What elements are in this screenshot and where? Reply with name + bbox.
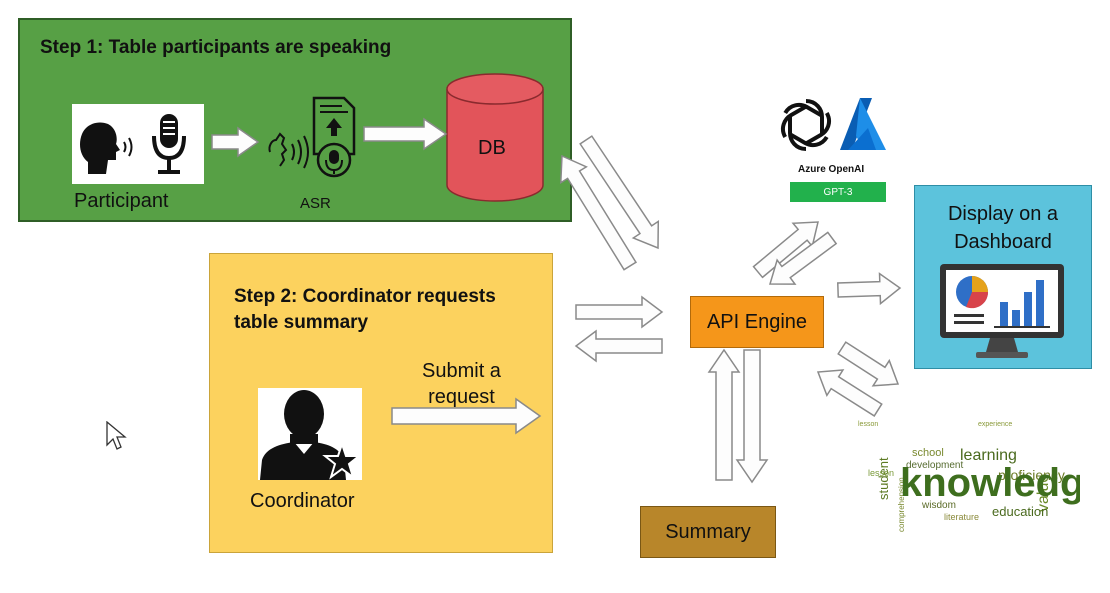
- word-cloud-word: proficiency: [998, 467, 1065, 483]
- arrow-api-to-wordcloud: [837, 341, 900, 387]
- coordinator-person-icon: [260, 390, 362, 480]
- arrow-wordcloud-to-api: [816, 369, 883, 417]
- dashboard-line1: Display on a: [947, 203, 1059, 225]
- coordinator-label: Coordinator: [250, 490, 355, 512]
- word-cloud-word: experience: [978, 421, 1012, 428]
- word-cloud-graphic: lesson experience learning proficiency v…: [858, 421, 1107, 532]
- arrow-azure-to-api: [768, 231, 838, 285]
- submit-request-label: Submit a request: [422, 358, 501, 410]
- word-cloud-word: development: [906, 460, 963, 471]
- participant-label: Participant: [74, 190, 169, 212]
- asr-icon: [268, 96, 356, 178]
- step1-title: Step 1: Table participants are speaking: [40, 37, 392, 58]
- word-cloud-word: literature: [944, 512, 979, 522]
- word-cloud-word: lesson: [858, 421, 878, 428]
- arrow-api-to-db: [559, 154, 637, 271]
- step2-title-line1: Step 2: Coordinator requests: [234, 286, 496, 307]
- azure-openai-logo: [781, 98, 886, 151]
- step2-title-line2: table summary: [234, 312, 369, 333]
- asr-label: ASR: [300, 195, 331, 212]
- arrow-api-to-dashboard: [837, 272, 902, 306]
- word-cloud-word: learning: [960, 447, 1017, 464]
- arrow-step2-to-api: [575, 295, 664, 329]
- submit-request-line1: Submit a: [422, 360, 501, 382]
- arrow-summary-to-api: [707, 348, 741, 481]
- word-cloud-word: value: [1035, 474, 1052, 512]
- word-cloud-word: comprehension: [897, 477, 906, 532]
- word-cloud-word: school: [912, 447, 944, 459]
- summary-box: Summary: [640, 506, 776, 558]
- speaking-head-icon: [80, 114, 186, 174]
- submit-request-line2: request: [428, 386, 495, 408]
- coordinator-icon-box: [258, 388, 362, 480]
- arrow-asr-to-db: [363, 117, 448, 151]
- arrow-db-to-api: [579, 135, 660, 250]
- api-engine-label: API Engine: [706, 310, 808, 333]
- arrow-api-to-summary: [735, 349, 769, 484]
- arrow-api-to-step2: [574, 329, 663, 363]
- openai-logo-icon: [781, 99, 831, 151]
- azure-logo-icon: [840, 98, 886, 150]
- azure-openai-text: Azure OpenAI: [798, 164, 865, 175]
- mouse-cursor-icon: [106, 421, 127, 450]
- word-cloud-word-education: education: [992, 504, 1048, 519]
- gpt3-badge: GPT-3: [790, 182, 886, 202]
- dashboard-label: Display on a Dashboard: [914, 200, 1092, 256]
- api-engine-box: API Engine: [690, 296, 824, 348]
- dashboard-line2: Dashboard: [954, 231, 1052, 253]
- word-cloud-word: student: [876, 457, 891, 500]
- step2-title: Step 2: Coordinator requests table summa…: [234, 284, 496, 336]
- microphone-icon: [152, 114, 186, 174]
- word-cloud-word: lesson: [868, 468, 894, 478]
- monitor-chart-icon: [940, 264, 1064, 358]
- db-cylinder: [446, 73, 544, 202]
- db-label: DB: [478, 137, 506, 159]
- participant-icon-box: [72, 104, 204, 184]
- arrow-api-to-azure: [752, 221, 819, 279]
- summary-label: Summary: [665, 520, 751, 543]
- gpt3-badge-label: GPT-3: [823, 186, 853, 198]
- word-cloud: lesson experience learning proficiency v…: [848, 412, 1107, 548]
- arrow-participant-to-asr: [211, 126, 260, 158]
- arrow-submit-request: [391, 397, 542, 435]
- word-cloud-word: wisdom: [921, 500, 956, 511]
